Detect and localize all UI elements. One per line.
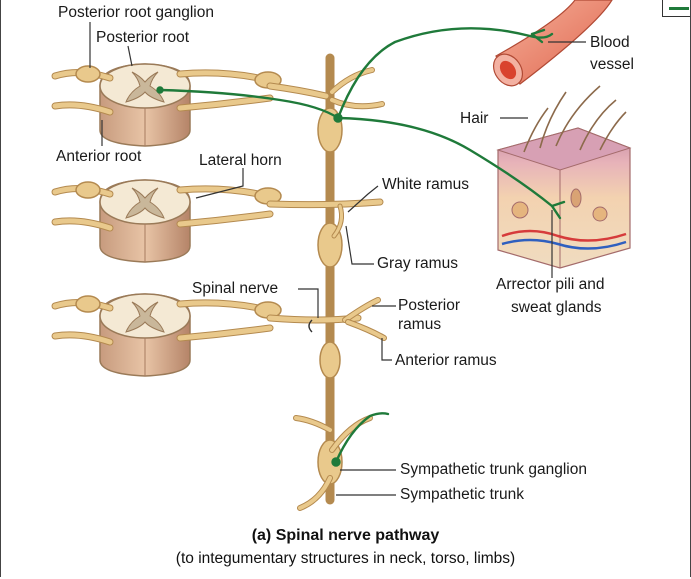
spinal-cord-segment-3 bbox=[99, 293, 191, 377]
figure-caption-subtitle: (to integumentary structures in neck, to… bbox=[175, 550, 516, 567]
label-blood-vessel-line2: vessel bbox=[590, 56, 634, 73]
label-white-ramus: White ramus bbox=[382, 176, 469, 193]
label-anterior-ramus: Anterior ramus bbox=[395, 352, 497, 369]
skin-block-illustration bbox=[496, 85, 632, 269]
label-lateral-horn: Lateral horn bbox=[199, 152, 282, 169]
label-posterior-root: Posterior root bbox=[96, 29, 190, 46]
label-sympathetic-trunk-ganglion: Sympathetic trunk ganglion bbox=[400, 461, 587, 478]
label-sympathetic-trunk: Sympathetic trunk bbox=[400, 486, 525, 503]
nerve-roots-level-1 bbox=[51, 65, 385, 116]
label-blood-vessel-line1: Blood bbox=[590, 34, 630, 51]
label-anterior-root: Anterior root bbox=[56, 148, 142, 165]
nerve-roots-level-2 bbox=[51, 181, 384, 239]
label-posterior-ramus-line2: ramus bbox=[398, 316, 442, 333]
label-gray-ramus: Gray ramus bbox=[377, 255, 458, 272]
label-spinal-nerve: Spinal nerve bbox=[192, 280, 279, 297]
sympathetic-trunk-chain bbox=[293, 53, 373, 511]
label-arrector-pili-line2: sweat glands bbox=[511, 299, 602, 316]
sympathetic-pathway-lines bbox=[156, 27, 566, 467]
figure-caption-title: (a) Spinal nerve pathway bbox=[251, 527, 440, 544]
label-leader-lines bbox=[89, 22, 586, 496]
label-hair: Hair bbox=[460, 110, 489, 127]
legend-key-fragment bbox=[662, 0, 691, 17]
label-arrector-pili-line1: Arrector pili and bbox=[496, 276, 605, 293]
nerve-roots-level-3 bbox=[51, 295, 387, 346]
label-posterior-ramus-line1: Posterior bbox=[398, 297, 461, 314]
legend-green-line bbox=[669, 7, 689, 10]
trunk-ganglion-3 bbox=[319, 341, 341, 379]
spinal-cord-segment-1 bbox=[99, 63, 191, 147]
label-posterior-root-ganglion: Posterior root ganglion bbox=[58, 4, 214, 21]
spinal-cord-segment-2 bbox=[99, 179, 191, 263]
